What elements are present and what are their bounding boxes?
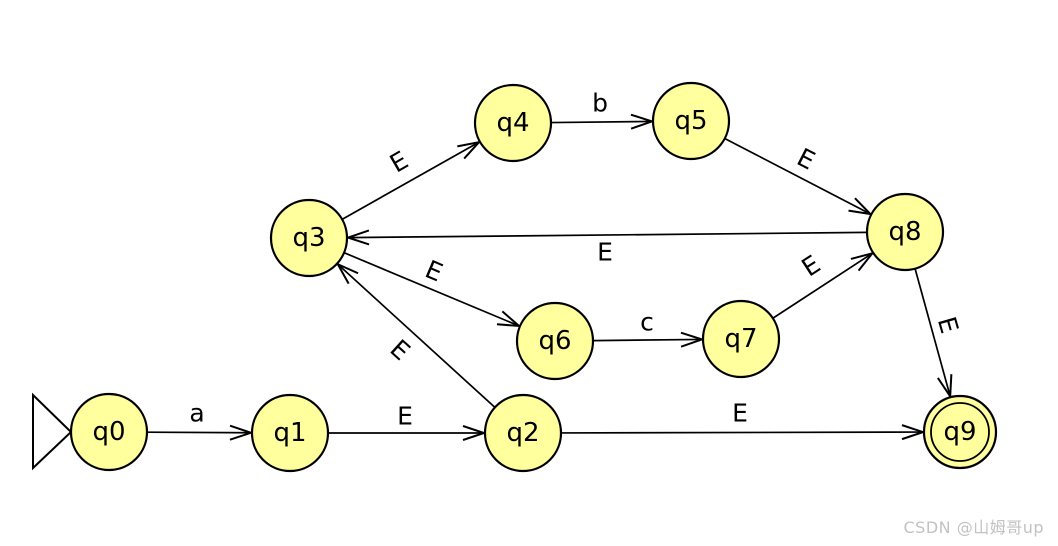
state-circle-q4 [473, 83, 553, 163]
state-q4: q4 [473, 83, 553, 163]
state-label-q5: q5 [674, 106, 707, 136]
state-q9: q9 [922, 394, 998, 470]
transition-q0-q1: a [146, 399, 251, 433]
transition-q3-q4: E [341, 142, 479, 221]
transition-label-q8-q9: E [932, 313, 964, 336]
state-label-q1: q1 [273, 418, 306, 448]
transition-arrow-q5-q8 [724, 137, 871, 214]
transition-label-q2-q9: E [732, 399, 748, 428]
transition-label-q6-q7: c [640, 308, 654, 337]
start-state-arrow [32, 392, 73, 471]
transition-q4-q5: b [550, 89, 652, 123]
transition-label-q1-q2: E [397, 402, 413, 431]
transition-q7-q8: E [772, 250, 873, 319]
state-q2: q2 [483, 393, 563, 473]
transition-label-q7-q8: E [796, 250, 825, 283]
states-layer: q0 q1 q2 q3 q4 q5 q6 q7 q8 q9 [69, 81, 998, 473]
transition-q6-q7: c [592, 308, 702, 341]
state-label-q6: q6 [538, 326, 571, 356]
transition-label-q8-q3: E [597, 238, 613, 267]
transition-arrow-q3-q6 [343, 251, 519, 326]
transition-q2-q3: E [338, 264, 496, 409]
state-q8: q8 [865, 192, 945, 272]
transition-label-q2-q3: E [384, 334, 415, 366]
state-label-q8: q8 [888, 217, 921, 247]
transition-arrow-q8-q9 [914, 268, 950, 397]
state-circle-q2 [483, 393, 563, 473]
state-q3: q3 [269, 198, 349, 278]
accept-inner-circle-q9 [930, 402, 990, 462]
state-circle-q3 [269, 198, 349, 278]
transition-arrow-q6-q7 [592, 339, 702, 340]
transition-arrow-q4-q5 [550, 121, 652, 122]
transition-q1-q2: E [328, 402, 484, 434]
transition-arrow-q3-q4 [341, 142, 479, 221]
state-q6: q6 [515, 301, 595, 381]
transition-label-q5-q8: E [792, 142, 819, 175]
state-circle-q9 [922, 394, 998, 470]
transition-arrow-q2-q3 [338, 264, 496, 409]
state-label-q2: q2 [506, 418, 539, 448]
transition-arrow-q8-q3 [348, 232, 868, 237]
transition-q2-q9: E [560, 399, 923, 433]
state-circle-q7 [701, 299, 781, 379]
state-label-q4: q4 [496, 108, 529, 138]
transition-label-q4-q5: b [592, 89, 608, 118]
state-q0: q0 [69, 392, 149, 472]
state-q7: q7 [701, 299, 781, 379]
state-q1: q1 [250, 393, 330, 473]
transition-arrow-q7-q8 [772, 253, 873, 319]
csdn-watermark: CSDN @山姆哥up [903, 518, 1044, 537]
transition-label-q0-q1: a [189, 399, 204, 428]
transition-q8-q3: E [348, 232, 868, 267]
state-q5: q5 [651, 81, 731, 161]
transition-arrow-q0-q1 [146, 432, 251, 433]
state-circle-q8 [865, 192, 945, 272]
transition-arrow-q2-q9 [560, 432, 923, 433]
state-circle-q6 [515, 301, 595, 381]
state-circle-q0 [69, 392, 149, 472]
transition-q8-q9: E [914, 268, 964, 397]
state-circle-q1 [250, 393, 330, 473]
transition-label-q3-q4: E [385, 145, 413, 178]
state-label-q7: q7 [724, 324, 757, 354]
state-label-q0: q0 [92, 417, 125, 447]
transition-label-q3-q6: E [421, 255, 447, 288]
transition-q5-q8: E [724, 137, 871, 214]
state-label-q9: q9 [943, 417, 976, 447]
transition-q3-q6: E [343, 251, 519, 326]
state-circle-q5 [651, 81, 731, 161]
state-label-q3: q3 [292, 223, 325, 253]
